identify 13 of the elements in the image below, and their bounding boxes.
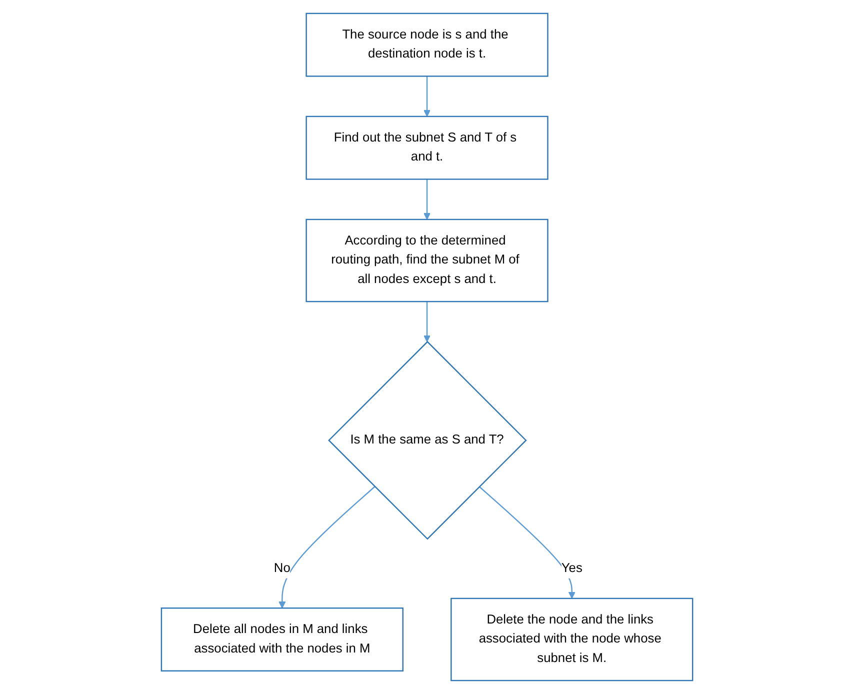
node-box: Find out the subnet S and T of s and t. [306, 116, 548, 180]
node-box: According to the determined routing path, find the subnet M of all nodes except s and t. [306, 218, 548, 302]
node-diamond: Is M the same as S and T? [328, 340, 527, 540]
arrow [423, 302, 431, 342]
arrow [478, 486, 576, 599]
edge-label: Yes [561, 561, 582, 576]
node-box: Delete the node and the links associated with the node whose subnet is M. [450, 598, 694, 682]
edge-label: No [274, 561, 290, 576]
node-box: The source node is s and the destination node is t. [306, 12, 548, 77]
arrow [278, 486, 376, 608]
arrow [423, 76, 431, 117]
node-box: Delete all nodes in M and links associated with the nodes in M [160, 608, 404, 672]
arrow [423, 179, 431, 220]
